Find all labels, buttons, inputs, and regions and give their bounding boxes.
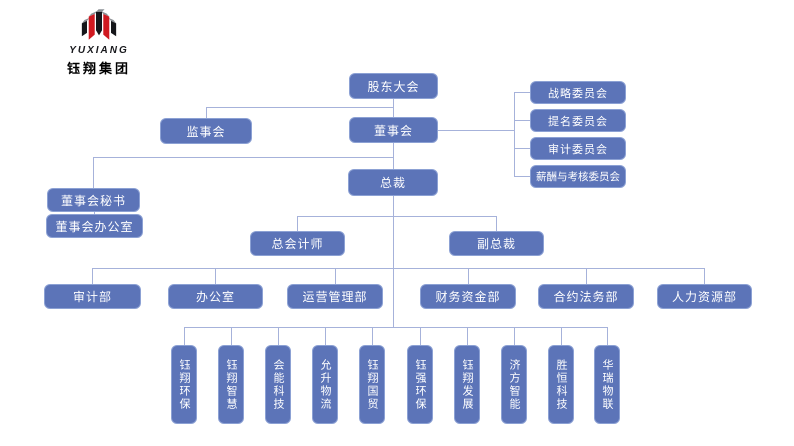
node-subsidiary: 钰翔发展 xyxy=(454,345,480,424)
connector-line xyxy=(231,327,232,345)
node-board-office: 董事会办公室 xyxy=(46,214,143,238)
node-subsidiary: 钰翔智慧 xyxy=(218,345,244,424)
connector-line xyxy=(561,327,562,345)
connector-line xyxy=(607,327,608,345)
node-audit-committee: 审计委员会 xyxy=(530,137,626,160)
connector-line xyxy=(93,157,94,188)
node-office: 办公室 xyxy=(168,284,263,309)
connector-line xyxy=(438,130,514,131)
node-operations-dept: 运营管理部 xyxy=(287,284,383,309)
node-strategy-committee: 战略委员会 xyxy=(530,81,626,104)
node-subsidiary: 钰强环保 xyxy=(407,345,433,424)
company-name: 钰翔集团 xyxy=(66,61,131,76)
node-subsidiary: 允升物流 xyxy=(312,345,338,424)
node-president: 总裁 xyxy=(348,169,438,196)
connector-line xyxy=(93,157,393,158)
connector-line xyxy=(514,92,530,93)
connector-line xyxy=(92,268,704,269)
connector-line xyxy=(704,268,705,284)
connector-line xyxy=(94,210,95,216)
connector-line xyxy=(514,148,530,149)
node-finance-dept: 财务资金部 xyxy=(420,284,516,309)
node-legal-dept: 合约法务部 xyxy=(538,284,634,309)
node-supervisory-board: 监事会 xyxy=(160,118,252,144)
connector-line xyxy=(278,327,279,345)
node-subsidiary: 会能科技 xyxy=(265,345,291,424)
logo-wordmark: YUXIANG xyxy=(69,45,129,56)
connector-line xyxy=(514,120,530,121)
connector-line xyxy=(184,327,607,328)
connector-line xyxy=(514,327,515,345)
node-subsidiary: 济方智能 xyxy=(501,345,527,424)
node-compensation-committee: 薪酬与考核委员会 xyxy=(530,165,626,188)
node-chief-accountant: 总会计师 xyxy=(250,231,345,256)
node-nomination-committee: 提名委员会 xyxy=(530,109,626,132)
connector-line xyxy=(297,216,496,217)
connector-line xyxy=(297,216,298,231)
connector-line xyxy=(184,327,185,345)
connector-line xyxy=(393,143,394,169)
connector-line xyxy=(335,268,336,284)
connector-line xyxy=(467,327,468,345)
connector-line xyxy=(393,196,394,327)
connector-line xyxy=(468,268,469,284)
node-hr-dept: 人力资源部 xyxy=(657,284,752,309)
company-logo: YUXIANG 钰翔集团 xyxy=(44,8,154,77)
node-audit-dept: 审计部 xyxy=(44,284,141,309)
connector-line xyxy=(514,176,530,177)
node-board-of-directors: 董事会 xyxy=(349,117,438,143)
node-subsidiary: 钰翔环保 xyxy=(171,345,197,424)
node-shareholders-meeting: 股东大会 xyxy=(349,73,438,99)
connector-line xyxy=(514,92,515,177)
connector-line xyxy=(393,99,394,117)
connector-line xyxy=(325,327,326,345)
connector-line xyxy=(215,268,216,284)
node-board-secretary: 董事会秘书 xyxy=(47,188,140,212)
node-subsidiary: 华瑞物联 xyxy=(594,345,620,424)
logo-building-icon xyxy=(81,9,117,40)
connector-line xyxy=(206,107,393,108)
connector-line xyxy=(206,107,207,118)
node-vice-president: 副总裁 xyxy=(449,231,544,256)
connector-line xyxy=(372,327,373,345)
connector-line xyxy=(496,216,497,231)
connector-line xyxy=(420,327,421,345)
connector-line xyxy=(92,268,93,284)
node-subsidiary: 胜恒科技 xyxy=(548,345,574,424)
node-subsidiary: 钰翔国贸 xyxy=(359,345,385,424)
connector-line xyxy=(586,268,587,284)
